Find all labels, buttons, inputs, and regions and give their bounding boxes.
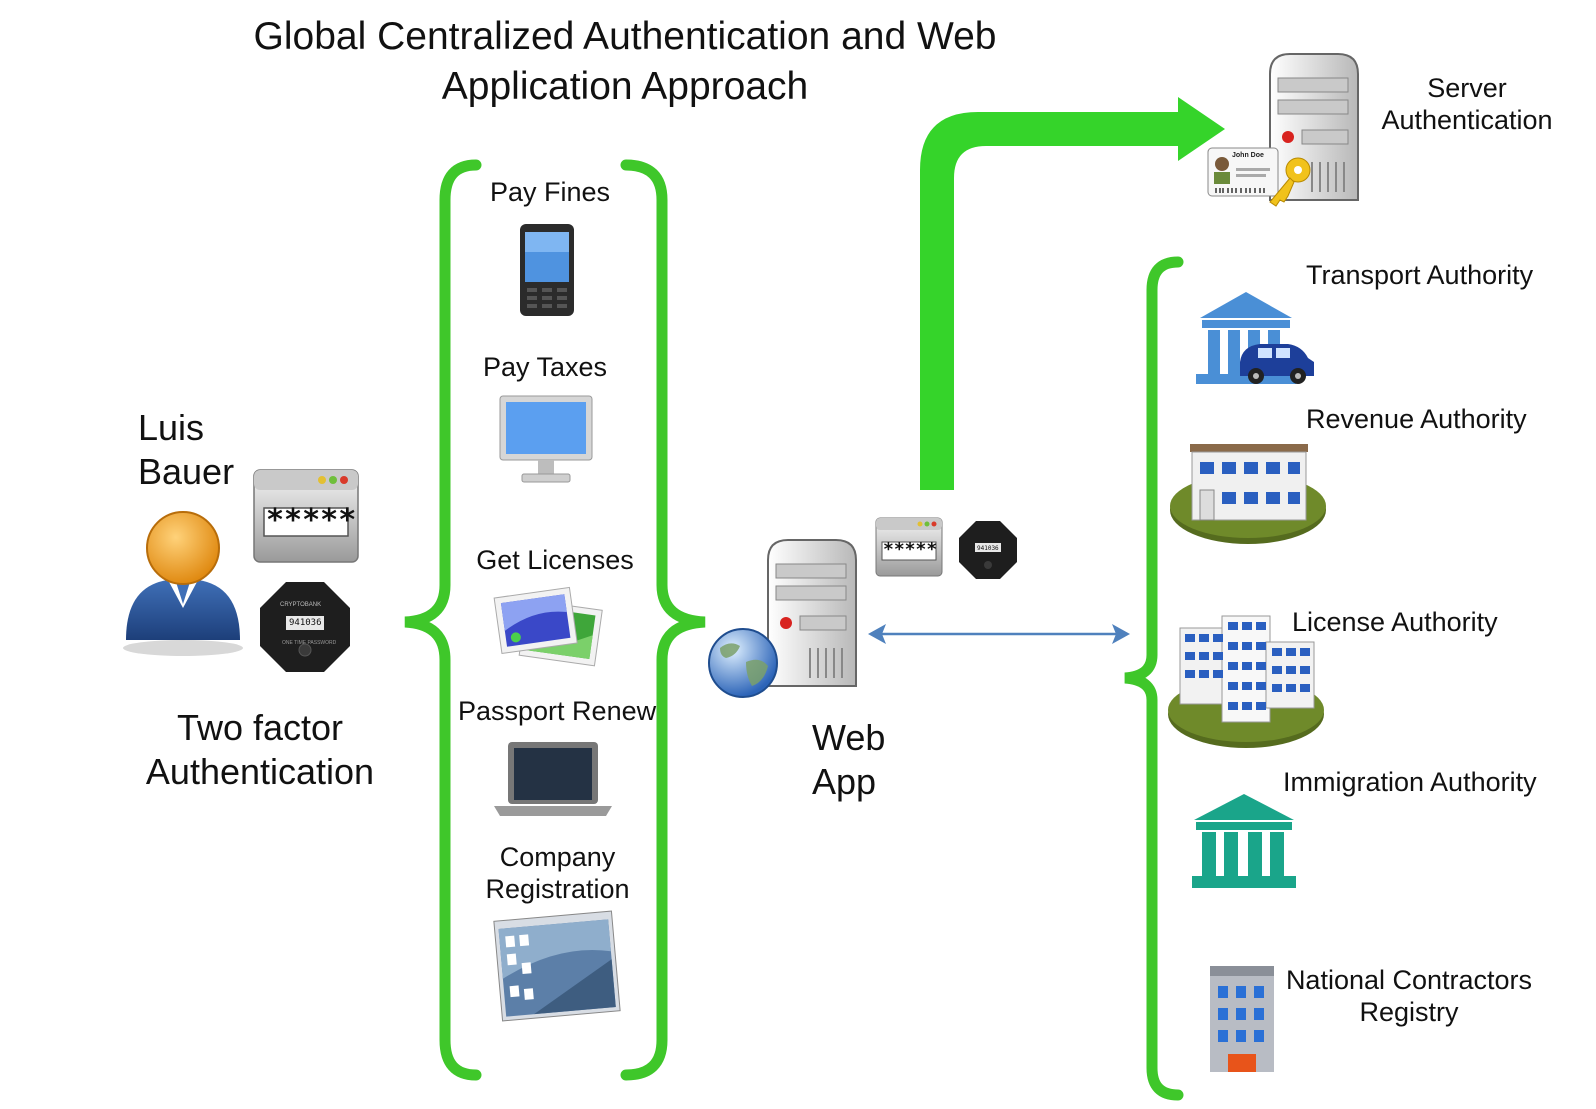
token-caption: ONE TIME PASSWORD xyxy=(282,640,337,646)
password-mask: ***** xyxy=(266,503,357,538)
title-line-2: Application Approach xyxy=(441,65,809,108)
services-right-bracket xyxy=(620,159,706,1081)
service-label-pay-fines: Pay Fines xyxy=(489,177,611,207)
monitor-icon xyxy=(499,395,593,483)
desktop-window-icon xyxy=(493,910,621,1022)
webapp-otp-token-icon xyxy=(959,521,1017,579)
revenue-office-icon xyxy=(1170,444,1326,544)
service-label-company-registration: Company Registration xyxy=(470,841,645,905)
id-card-name: John Doe xyxy=(1232,152,1264,159)
company-line-1: Company xyxy=(499,842,616,872)
webapp-line-1: Web xyxy=(812,717,886,758)
mobile-phone-icon xyxy=(520,224,574,316)
id-card-key-icon xyxy=(1207,147,1311,207)
agency-label-revenue: Revenue Authority xyxy=(1306,404,1527,434)
otp-token-icon xyxy=(260,582,350,672)
agency-label-contractors: National Contractors Registry xyxy=(1278,964,1540,1028)
title-line-1: Global Centralized Authentication and We… xyxy=(253,15,997,58)
diagram-title: Global Centralized Authentication and We… xyxy=(0,12,1250,112)
contractors-line-1: National Contractors xyxy=(1285,965,1533,995)
license-office-icon xyxy=(1168,615,1324,748)
laptop-icon xyxy=(494,742,612,816)
company-line-2: Registration xyxy=(485,874,630,904)
agency-label-license: License Authority xyxy=(1292,607,1498,637)
server-auth-label: Server Authentication xyxy=(1372,72,1562,136)
agencies-bracket xyxy=(1124,256,1184,1101)
server-auth-line-2: Authentication xyxy=(1381,105,1553,135)
webapp-password-mask: ***** xyxy=(883,539,938,560)
transport-authority-icon xyxy=(1196,292,1314,384)
webapp-label: Web App xyxy=(812,716,885,804)
user-avatar-icon xyxy=(123,511,243,656)
two-factor-label: Two factor Authentication xyxy=(110,706,410,794)
agency-label-immigration: Immigration Authority xyxy=(1283,767,1537,797)
service-label-get-licenses: Get Licenses xyxy=(476,545,634,575)
token-code: 941036 xyxy=(289,618,322,628)
server-auth-line-1: Server xyxy=(1427,73,1507,103)
user-last-name: Bauer xyxy=(138,451,235,492)
service-label-pay-taxes: Pay Taxes xyxy=(482,352,608,382)
webapp-password-box-icon xyxy=(875,517,943,577)
user-name: Luis Bauer xyxy=(138,406,234,494)
token-brand: CRYPTOBANK xyxy=(280,602,322,608)
contractors-tower-icon xyxy=(1210,966,1274,1072)
user-first-name: Luis xyxy=(138,407,205,448)
services-left-bracket xyxy=(404,159,482,1081)
service-label-passport-renew: Passport Renew xyxy=(458,696,657,726)
webapp-token-code: 941036 xyxy=(977,545,999,552)
two-factor-line-1: Two factor xyxy=(176,707,344,748)
web-server-icon xyxy=(767,539,857,687)
auth-arrow xyxy=(920,97,1225,490)
agency-label-transport: Transport Authority xyxy=(1306,260,1534,290)
webapp-agencies-connector xyxy=(868,624,1130,644)
password-box-icon xyxy=(253,469,359,563)
two-factor-line-2: Authentication xyxy=(145,751,375,792)
photo-frames-icon xyxy=(493,586,603,667)
contractors-line-2: Registry xyxy=(1359,997,1459,1027)
immigration-building-icon xyxy=(1192,794,1296,888)
globe-icon xyxy=(708,628,778,698)
webapp-line-2: App xyxy=(812,761,877,802)
